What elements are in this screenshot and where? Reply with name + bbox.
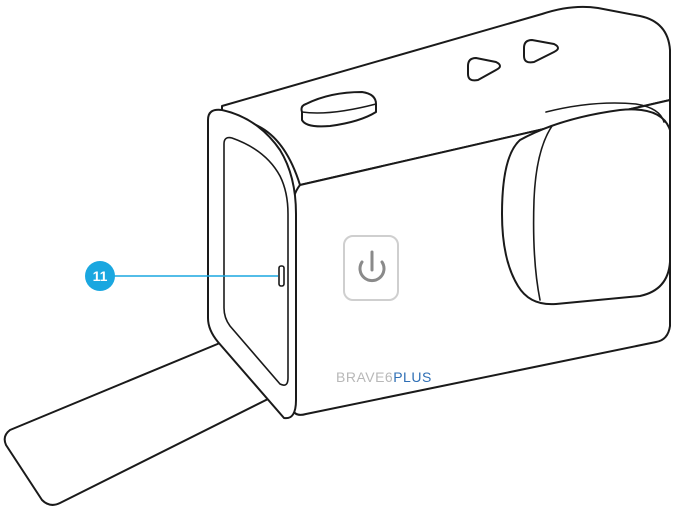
callout-badge [85,261,115,291]
usb-port [278,265,285,287]
brand-label: BRAVE6PLUS [336,369,432,385]
callout-number: 11 [93,268,108,284]
up-button-icon [467,57,501,82]
down-button-icon [523,39,559,64]
power-button [343,235,399,301]
power-icon [358,250,386,283]
lens-cap [501,102,671,306]
shutter-button [300,91,377,128]
brand-suffix: PLUS [393,369,432,385]
brand-prefix: BRAVE6 [336,369,393,385]
camera-side-face [207,108,297,420]
callout-11: 11 [85,261,278,291]
side-door [3,337,283,506]
